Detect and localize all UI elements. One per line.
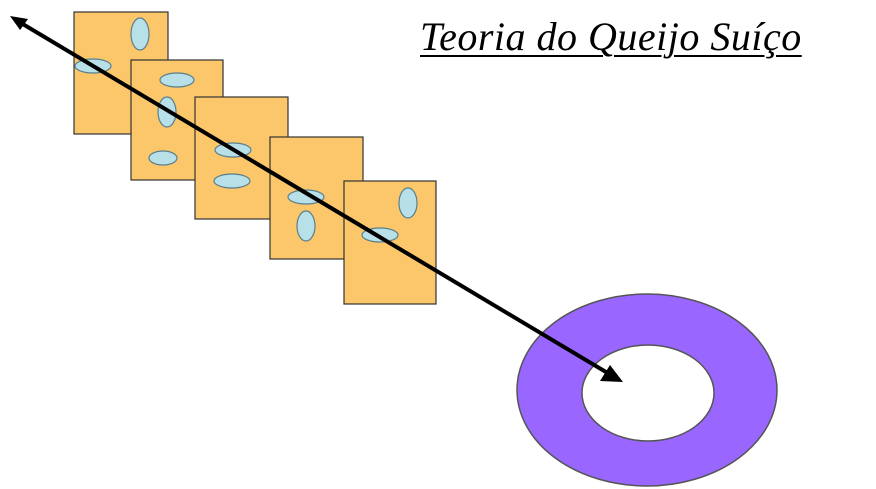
target-ring: [516, 293, 778, 487]
target-inner-hole: [581, 344, 715, 442]
cheese-hole: [398, 187, 418, 219]
diagram-title: Teoria do Queijo Suíço: [420, 14, 802, 59]
arrowhead-end-icon: [600, 365, 623, 382]
cheese-hole: [130, 17, 150, 51]
cheese-hole: [148, 150, 178, 166]
cheese-hole: [296, 210, 316, 242]
cheese-hole: [159, 72, 195, 88]
trajectory-arrow: [10, 16, 623, 382]
arrowhead-start-icon: [10, 16, 28, 30]
cheese-hole: [213, 173, 251, 189]
